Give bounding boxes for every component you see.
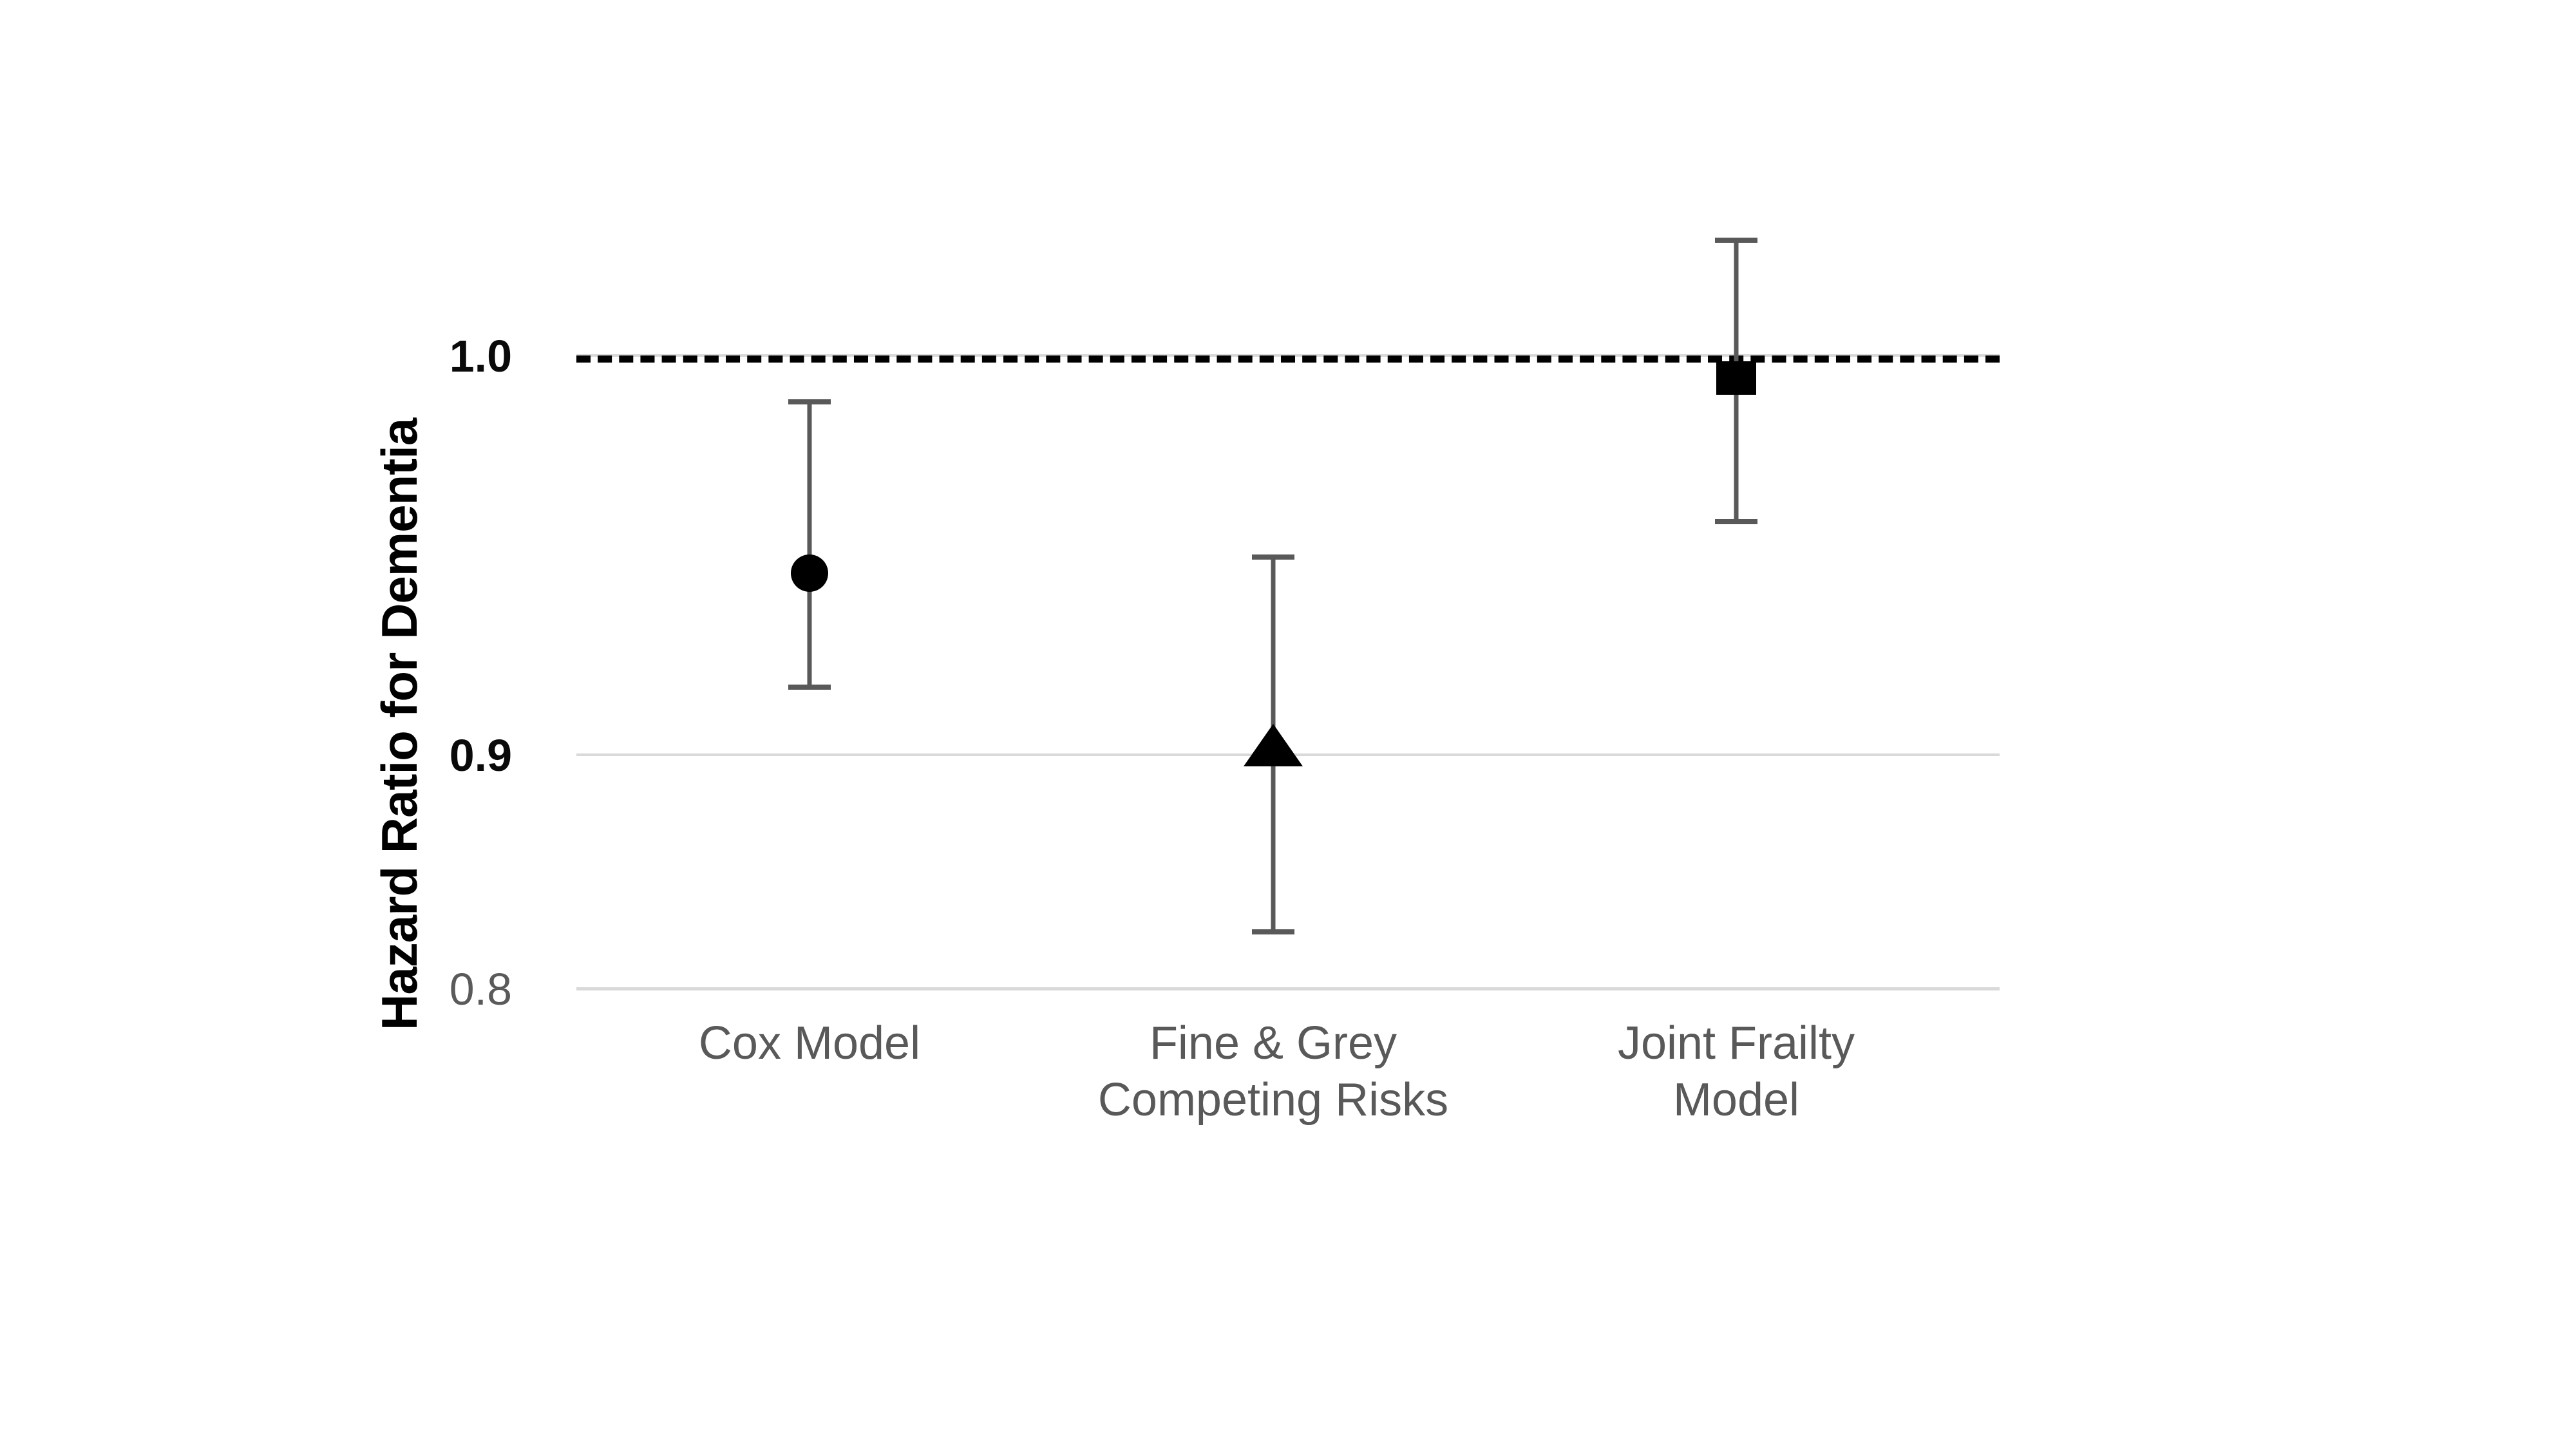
x-category-line-1: Joint Frailty bbox=[1617, 1018, 1855, 1069]
y-tick-label-0.9: 0.9 bbox=[449, 730, 512, 781]
error-bar-cap-upper-cox-model bbox=[788, 399, 831, 404]
marker-square-joint-frailty[interactable] bbox=[1716, 361, 1756, 395]
error-bar-cap-lower-fine-grey bbox=[1252, 929, 1294, 934]
x-axis-line bbox=[576, 987, 2000, 990]
x-category-line-1: Cox Model bbox=[698, 1018, 921, 1069]
y-tick-label-0.8: 0.8 bbox=[449, 964, 512, 1014]
x-category-line-2: Competing Risks bbox=[1097, 1074, 1449, 1126]
marker-circle-cox-model[interactable] bbox=[791, 554, 828, 592]
error-bar-cap-upper-joint-frailty bbox=[1715, 238, 1757, 243]
error-bar-cap-lower-cox-model bbox=[788, 685, 831, 690]
y-tick-label-1.0: 1.0 bbox=[449, 331, 512, 381]
marker-triangle-fine-grey[interactable] bbox=[1244, 724, 1303, 766]
y-axis-title: Hazard Ratio for Dementia bbox=[371, 418, 428, 1030]
x-category-label-fine-grey: Fine & Grey Competing Risks bbox=[1067, 1015, 1479, 1128]
error-bar-cap-lower-joint-frailty bbox=[1715, 519, 1757, 524]
x-category-line-1: Fine & Grey bbox=[1149, 1018, 1397, 1069]
reference-line-hr-1 bbox=[576, 355, 2000, 363]
x-category-label-joint-frailty: Joint Frailty Model bbox=[1530, 1015, 1942, 1128]
x-category-line-2: Model bbox=[1672, 1074, 1800, 1126]
error-bar-line-cox-model bbox=[807, 402, 812, 687]
error-bar-cap-upper-fine-grey bbox=[1252, 554, 1294, 560]
x-category-label-cox-model: Cox Model bbox=[603, 1015, 1016, 1072]
